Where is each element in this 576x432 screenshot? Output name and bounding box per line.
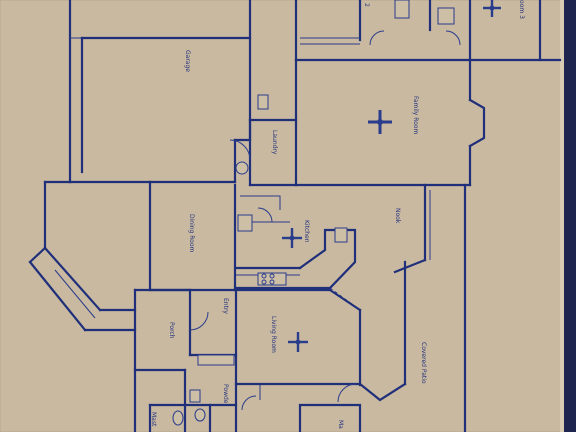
dining-room-label: Dining Room <box>188 214 195 253</box>
garage-label: Garage <box>184 50 191 72</box>
frame-edge <box>564 0 576 432</box>
fan-icon <box>483 0 501 17</box>
entry-label: Entry <box>222 298 229 314</box>
master-partial-label: Ma <box>337 420 344 429</box>
door-swings <box>189 30 461 411</box>
fixtures <box>172 0 455 426</box>
master-label: Mast <box>150 412 157 427</box>
fan-icon <box>368 110 392 134</box>
nook-label: Nook <box>394 208 401 224</box>
powder-label: Powder <box>222 384 229 406</box>
fan-icon <box>288 332 308 352</box>
bedroom2-label: 2 <box>363 3 370 7</box>
fan-icon <box>282 228 302 248</box>
walls <box>28 0 562 432</box>
frame-mat <box>560 0 564 432</box>
laundry-label: Laundry <box>271 130 278 155</box>
covered-patio-label: Covered Patio <box>420 342 427 384</box>
porch-label: Porch <box>168 322 175 339</box>
family-room-label: Family Room <box>412 96 419 134</box>
kitchen-label: Kitchen <box>303 220 310 243</box>
bedroom3-label: oom 3 <box>518 0 525 19</box>
living-room-label: Living Room <box>270 316 277 353</box>
ceiling-fans <box>282 0 501 352</box>
room-labels: Garage 2 oom 3 Family Room Laundry Dinin… <box>150 0 525 429</box>
